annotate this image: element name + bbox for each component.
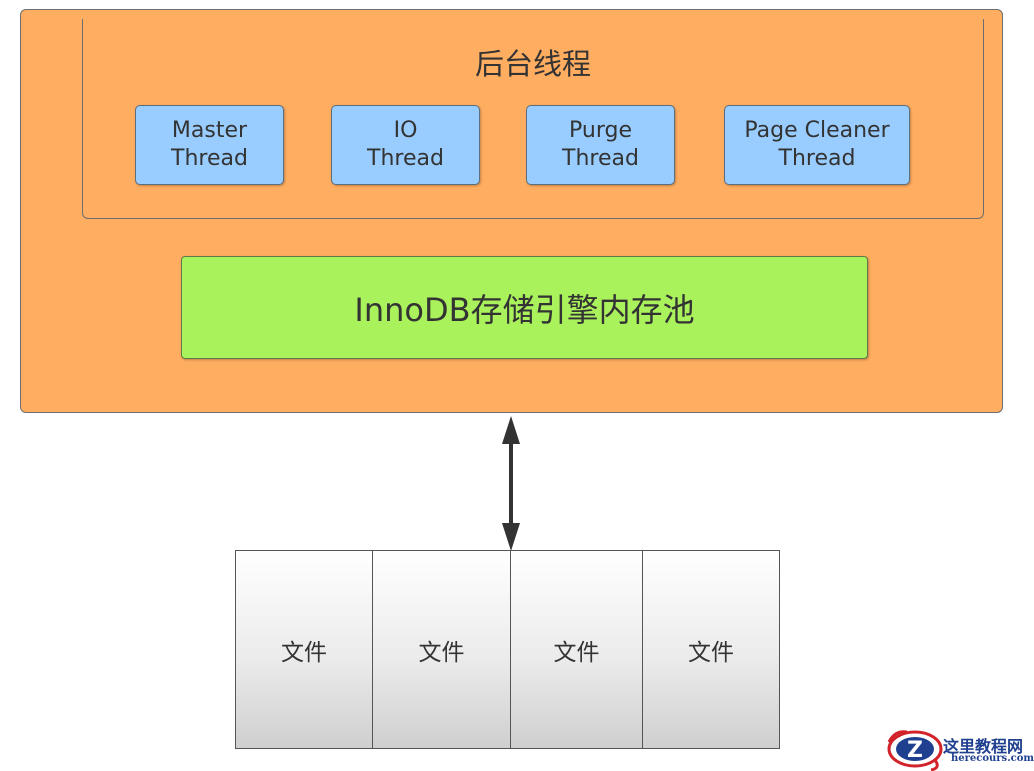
- file-label-2: 文件: [418, 639, 465, 666]
- master-thread-label-line2: Thread: [171, 146, 248, 171]
- file-cell-1: 文件: [236, 551, 373, 748]
- purge-thread-box: Purge Thread: [526, 105, 675, 185]
- watermark-title: 这里教程网: [943, 737, 1024, 756]
- file-cell-4: 文件: [643, 551, 779, 748]
- innodb-buffer-pool-box: InnoDB存储引擎内存池: [181, 256, 868, 359]
- watermark: Z 这里教程网 herecours.com: [885, 728, 1034, 771]
- background-threads-title: 后台线程: [474, 47, 591, 81]
- file-label-1: 文件: [281, 639, 327, 666]
- master-thread-box: Master Thread: [135, 105, 284, 185]
- data-files-group: 文件 文件 文件 文件: [235, 550, 780, 749]
- watermark-logo-icon: Z: [887, 730, 943, 771]
- purge-thread-label-line2: Thread: [562, 146, 639, 171]
- innodb-buffer-pool-label: InnoDB存储引擎内存池: [354, 290, 695, 329]
- arrow-head-up: [502, 416, 520, 444]
- io-thread-label-line2: Thread: [367, 146, 444, 171]
- master-thread-label-line1: Master: [171, 118, 248, 143]
- page-cleaner-thread-label-line2: Thread: [778, 146, 856, 171]
- file-label-4: 文件: [688, 639, 734, 666]
- svg-text:Z: Z: [907, 738, 923, 763]
- background-threads-group: 后台线程: [82, 19, 984, 219]
- bidirectional-arrow: [502, 416, 520, 551]
- arrow-head-down: [502, 523, 520, 551]
- watermark-subtitle: herecours.com: [951, 753, 1034, 764]
- file-label-3: 文件: [553, 639, 600, 666]
- purge-thread-label-line1: Purge: [569, 118, 632, 143]
- page-cleaner-thread-label-line1: Page Cleaner: [744, 118, 890, 143]
- file-cell-2: 文件: [373, 551, 511, 748]
- page-cleaner-thread-box: Page Cleaner Thread: [724, 105, 910, 185]
- io-thread-label-line1: IO: [393, 118, 418, 143]
- file-cell-3: 文件: [511, 551, 643, 748]
- io-thread-box: IO Thread: [331, 105, 480, 185]
